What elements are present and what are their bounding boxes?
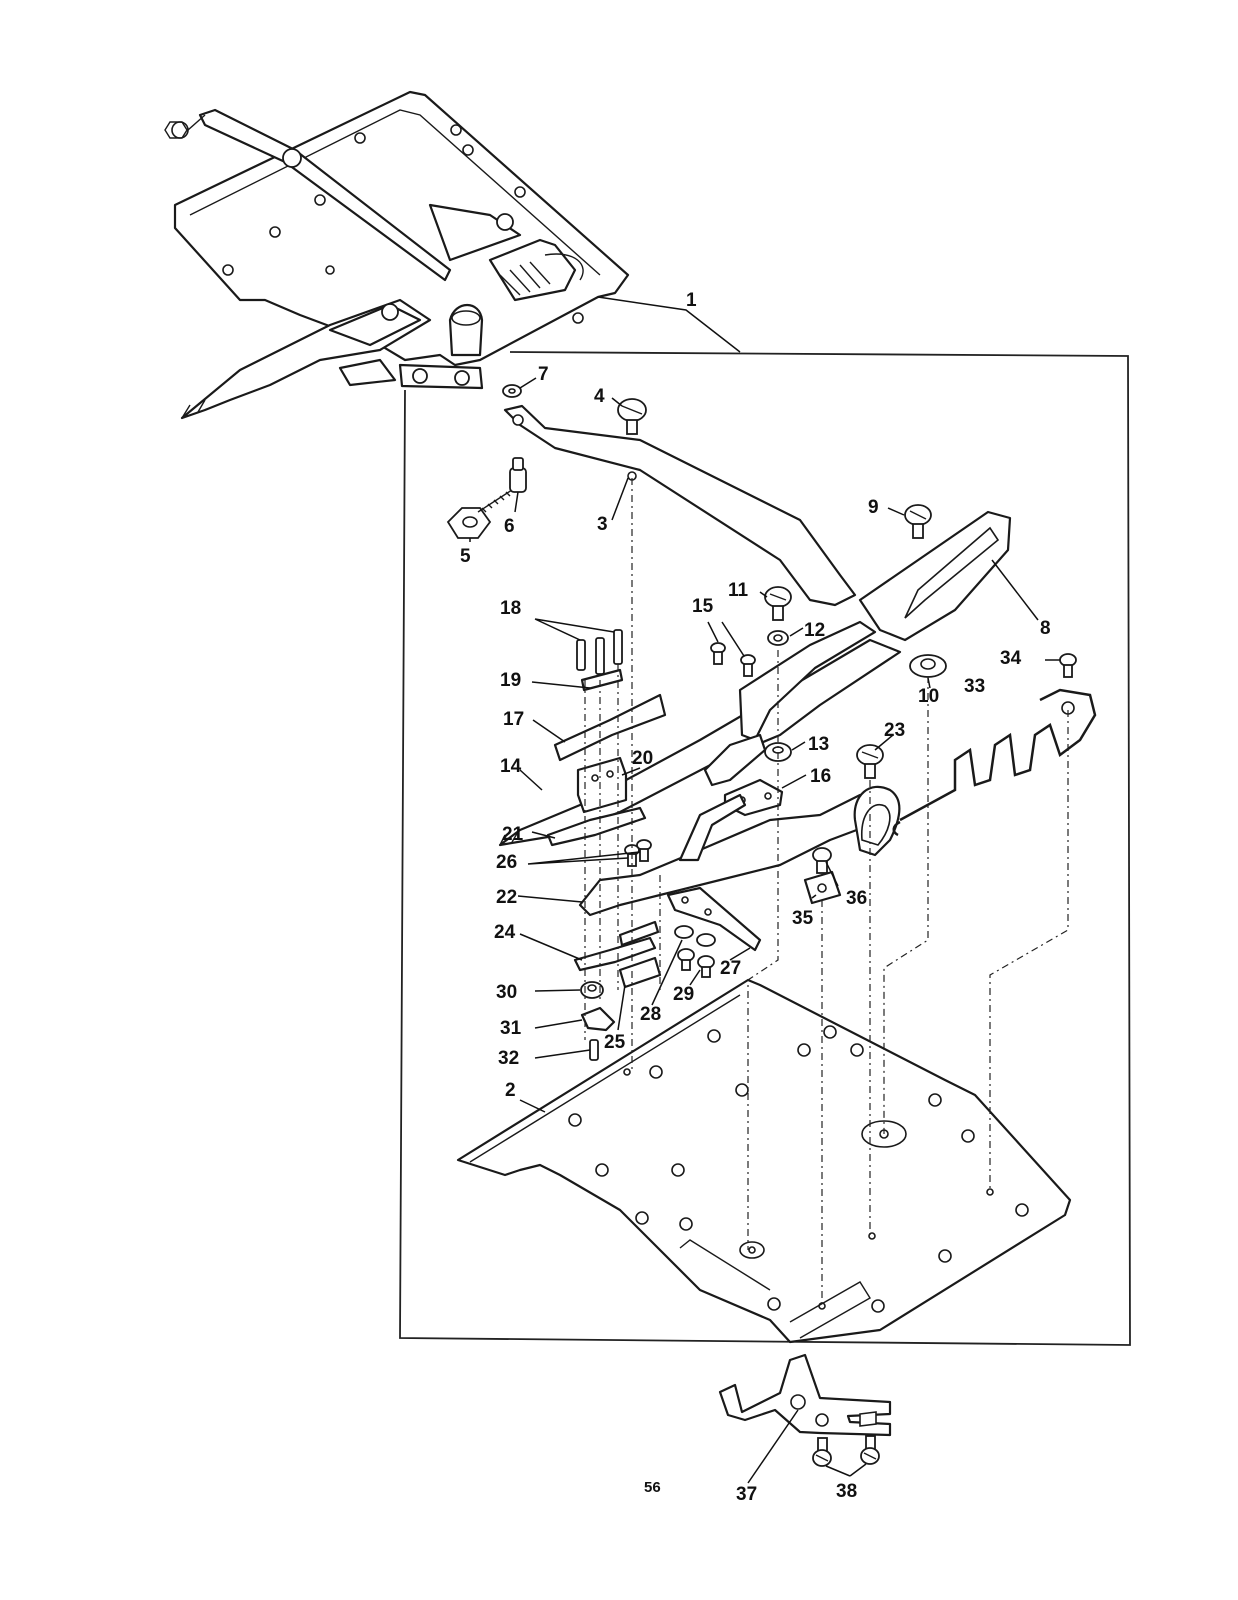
- callout-32: 32: [498, 1048, 519, 1069]
- callout-23: 23: [884, 720, 905, 741]
- callout-22: 22: [496, 887, 517, 908]
- callout-14: 14: [500, 756, 522, 777]
- callout-12: 12: [804, 620, 825, 641]
- part-28-washers: [674, 925, 716, 947]
- callout-29: 29: [673, 984, 694, 1005]
- callout-18: 18: [500, 598, 521, 619]
- callout-2: 2: [505, 1080, 516, 1101]
- callout-4: 4: [594, 386, 605, 407]
- part-17-blade: [553, 693, 667, 762]
- callout-26: 26: [496, 852, 517, 873]
- callout-37: 37: [736, 1484, 757, 1505]
- callout-28: 28: [640, 1004, 661, 1025]
- part-12-nut: [767, 630, 789, 646]
- callout-11: 11: [728, 580, 749, 601]
- part-37-bracket: [718, 1353, 892, 1437]
- leader-lines: [469, 296, 1060, 1484]
- part-18-screws: [576, 629, 623, 675]
- callout-38: 38: [836, 1481, 857, 1502]
- callout-21: 21: [502, 824, 524, 845]
- callout-10: 10: [918, 686, 939, 707]
- page-number: 56: [644, 1479, 661, 1496]
- part-7-ring: [502, 384, 522, 398]
- callout-8: 8: [1040, 618, 1051, 639]
- part-31-bracket: [580, 1006, 616, 1032]
- callout-13: 13: [808, 734, 829, 755]
- part-10-washer: [909, 654, 947, 678]
- callout-25: 25: [604, 1032, 626, 1053]
- callout-19: 19: [500, 670, 521, 691]
- callout-24: 24: [494, 922, 516, 943]
- callout-36: 36: [846, 888, 867, 909]
- part-23-screw: [856, 744, 884, 779]
- part-2-base-plate: [456, 978, 1072, 1344]
- callout-6: 6: [504, 516, 515, 537]
- assembled-unit: [164, 90, 630, 420]
- part-38-screws: [812, 1435, 880, 1467]
- callout-33: 33: [964, 676, 985, 697]
- part-20-block: [576, 756, 628, 814]
- callout-27: 27: [720, 958, 741, 979]
- callout-34: 34: [1000, 648, 1022, 669]
- part-3-lever: [503, 404, 857, 607]
- part-33-spring: [899, 688, 1097, 822]
- part-29-screws: [677, 948, 715, 978]
- part-36-screw: [812, 847, 832, 874]
- callout-labels: 1 2 3 4 5 6 7 8 9 10 11 12 13 14 15 16 1…: [460, 290, 1051, 1505]
- callout-9: 9: [868, 497, 879, 518]
- assembly-centerlines: [584, 478, 1069, 1306]
- callout-31: 31: [500, 1018, 522, 1039]
- part-34-screw: [1059, 653, 1077, 678]
- part-5-nut: [446, 507, 492, 539]
- callout-15: 15: [692, 596, 714, 617]
- part-15-screws: [710, 642, 756, 677]
- exploded-view-frame: [399, 351, 1131, 1346]
- part-9-screw: [904, 504, 932, 539]
- part-26-screws: [624, 839, 652, 867]
- part-6-stud: [477, 457, 527, 513]
- part-25-block: [618, 956, 662, 989]
- callout-35: 35: [792, 908, 814, 929]
- callout-7: 7: [538, 364, 549, 385]
- callout-30: 30: [496, 982, 517, 1003]
- part-4-screw: [617, 398, 647, 435]
- callout-1: 1: [686, 290, 697, 311]
- callout-16: 16: [810, 766, 831, 787]
- callout-3: 3: [597, 514, 608, 535]
- part-11-screw: [764, 586, 792, 621]
- part-32-screw: [589, 1039, 599, 1061]
- callout-20: 20: [632, 748, 653, 769]
- part-21-spring: [546, 806, 647, 847]
- callout-5: 5: [460, 546, 471, 567]
- part-30-washer: [580, 981, 604, 999]
- part-24-blade: [573, 936, 657, 972]
- part-27-clip: [666, 886, 762, 952]
- callout-17: 17: [503, 709, 524, 730]
